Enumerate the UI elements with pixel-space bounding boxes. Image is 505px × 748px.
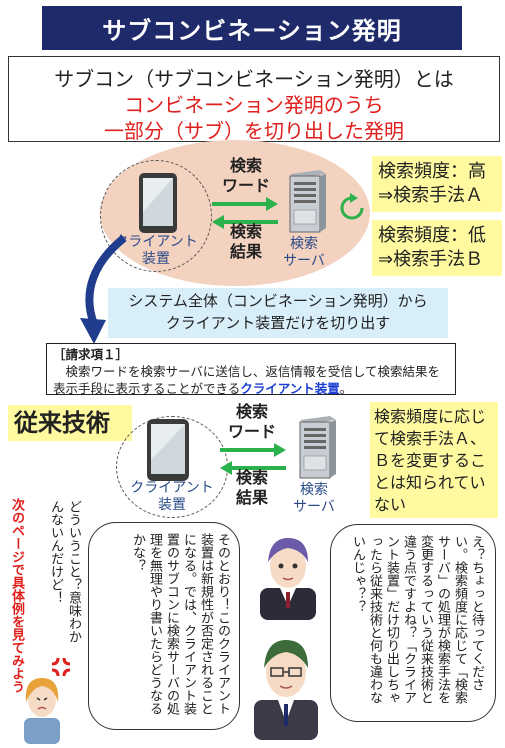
anger-mark-icon xyxy=(51,657,71,677)
search-result-label: 検索 結果 xyxy=(229,222,262,261)
arrow-left-icon xyxy=(212,215,278,229)
claim-end: 。 xyxy=(339,381,353,396)
arrow-right-icon xyxy=(212,197,278,211)
speech-bubble-right: え？ちょっと待ってください。検索頻度に応じて「検索サーバ」の処理が検索手法を変更… xyxy=(330,524,496,722)
prior-server-label: 検索 サーバ xyxy=(293,482,335,515)
prior-art-label: 従来技術 xyxy=(8,405,132,441)
prior-search-result-label: 検索 結果 xyxy=(235,468,268,507)
prior-search-word-label: 検索 ワード xyxy=(227,402,276,441)
frequency-high-note: 検索頻度：高 ⇒検索手法Ａ xyxy=(372,156,502,212)
refresh-cycle-icon xyxy=(340,193,364,220)
prior-server-icon xyxy=(299,416,336,479)
next-page-note: 次のページで具体例を見てみよう xyxy=(9,498,24,693)
claim-highlight: クライアント装置 xyxy=(240,381,340,396)
definition-line-1: サブコン（サブコンビネーション発明）とは xyxy=(54,67,454,91)
definition-line-2: コンビネーション発明のうち xyxy=(124,93,384,117)
client-dashed-circle xyxy=(100,160,212,272)
speech-right-text: え？ちょっと待ってください。検索頻度に応じて「検索サーバ」の処理が検索手法を変更… xyxy=(350,535,484,704)
prior-art-note: 検索頻度に応じて検索手法Ａ、Ｂを変更することは知られていない xyxy=(370,402,498,518)
definition-box: サブコン（サブコンビネーション発明）とは コンビネーション発明のうち 一部分（サ… xyxy=(8,56,500,143)
server-icon xyxy=(289,170,326,233)
client-label: クライアント 装置 xyxy=(114,234,198,267)
speech-left-text: そのとおり！このクライアント装置は新規性が否定されることになる。では、クライアン… xyxy=(130,533,230,715)
claim-header: ［請求項１］ xyxy=(53,347,129,362)
prior-tablet-icon xyxy=(147,419,189,481)
side-question-text: どういうこと？意味わかんないんだけど！ xyxy=(48,500,81,643)
speech-bubble-left: そのとおり！このクライアント装置は新規性が否定されることになる。では、クライアン… xyxy=(88,522,240,730)
page-title: サブコンビネーション発明 xyxy=(42,6,462,50)
definition-line-3: 一部分（サブ）を切り出した発明 xyxy=(104,119,404,143)
cutout-note-text: システム全体（コンビネーション発明）から クライアント装置だけを切り出す xyxy=(128,292,428,332)
cutout-note: システム全体（コンビネーション発明）から クライアント装置だけを切り出す xyxy=(108,288,448,338)
blonde-girl-avatar xyxy=(24,678,60,744)
purple-hair-man-avatar xyxy=(260,538,316,620)
claim-body: 検索ワードを検索サーバに送信し、返信情報を受信して検索結果を表示手段に表示するこ… xyxy=(53,364,441,396)
claim-box: ［請求項１］ 検索ワードを検索サーバに送信し、返信情報を受信して検索結果を表示手… xyxy=(46,343,456,396)
tablet-icon xyxy=(139,173,177,233)
server-label: 検索 サーバ xyxy=(283,236,325,269)
prior-arrow-right-icon xyxy=(220,443,286,457)
prior-client-label: クライアント 装置 xyxy=(130,480,214,513)
green-hair-man-avatar xyxy=(254,640,318,740)
prior-arrow-left-icon xyxy=(220,461,286,475)
cutout-arrow-icon xyxy=(80,234,127,344)
frequency-low-note: 検索頻度：低 ⇒検索手法Ｂ xyxy=(372,220,502,276)
search-word-label: 検索 ワード xyxy=(221,156,270,195)
